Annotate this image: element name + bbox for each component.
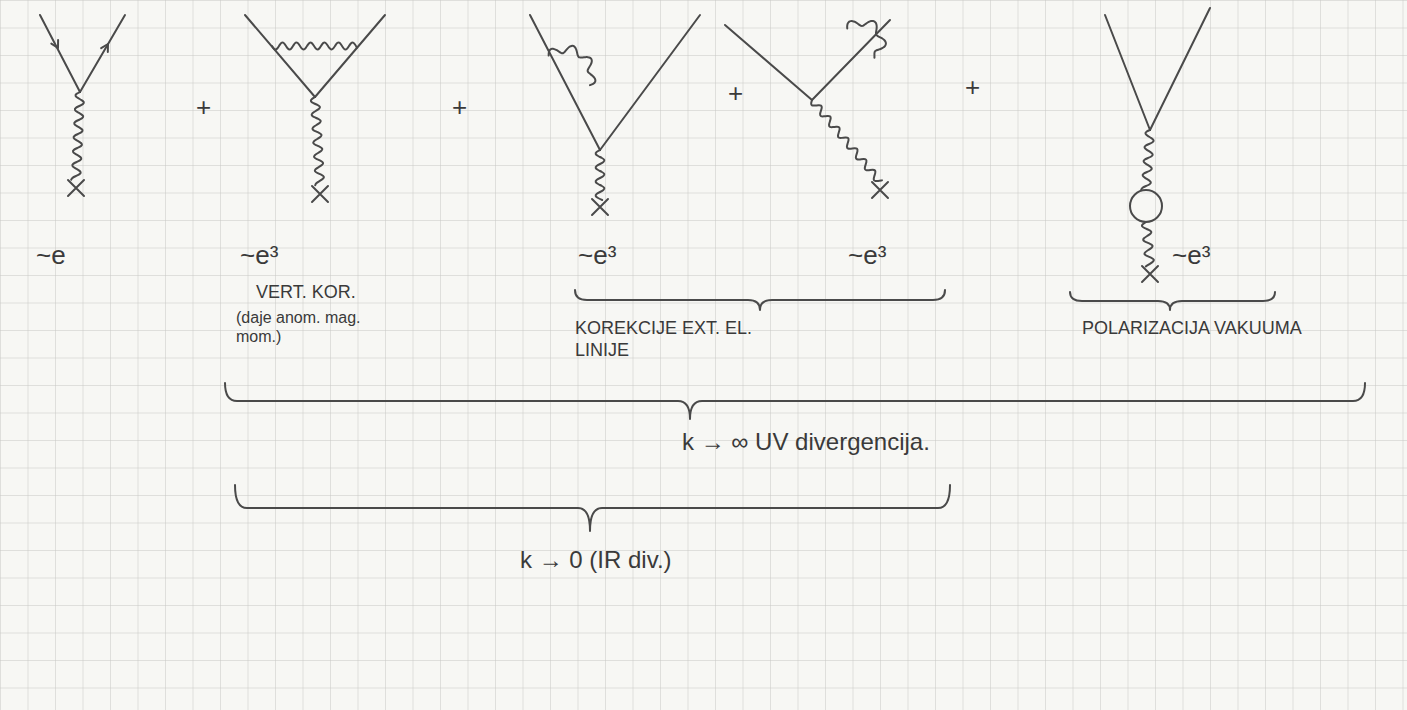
curly-brace — [235, 485, 950, 531]
pencil-drawing — [40, 8, 1365, 531]
plus-sign: + — [728, 78, 743, 109]
bracket-note: k → ∞ UV divergencija. — [682, 428, 930, 457]
plus-sign: + — [196, 92, 211, 123]
photon-line — [272, 42, 357, 49]
coupling-order: ~e³ — [1172, 240, 1210, 271]
photon-line — [596, 150, 605, 200]
curly-brace — [575, 290, 945, 310]
fermion-loop — [1130, 190, 1162, 222]
fermion-line — [1150, 8, 1210, 130]
plus-sign: + — [965, 72, 980, 103]
coupling-order: ~e — [36, 240, 66, 271]
fermion-arrow — [101, 44, 108, 52]
external-field-cross — [872, 182, 888, 198]
fermion-arrow — [51, 40, 58, 48]
coupling-order: ~e³ — [848, 240, 886, 271]
fermion-line — [1105, 15, 1150, 130]
plus-sign: + — [452, 92, 467, 123]
photon-line — [311, 97, 324, 185]
coupling-order: ~e³ — [240, 240, 278, 271]
fermion-line — [40, 15, 80, 92]
external-field-cross — [68, 180, 84, 196]
diagram-caption: VERT. KOR. — [256, 282, 356, 304]
fermion-line — [80, 15, 125, 92]
fermion-line — [315, 15, 385, 97]
photon-line — [1141, 130, 1153, 190]
diagram-caption: POLARIZACIJA VAKUUMA — [1082, 318, 1302, 340]
fermion-line — [245, 15, 315, 97]
curly-brace — [225, 383, 1365, 419]
fermion-line — [812, 20, 890, 100]
coupling-order: ~e³ — [578, 240, 616, 271]
external-field-cross — [312, 186, 328, 202]
external-field-cross — [1142, 266, 1158, 282]
photon-line — [1142, 222, 1154, 266]
fermion-line — [600, 15, 700, 150]
photon-loop — [847, 21, 886, 58]
curly-brace — [1070, 292, 1275, 310]
photon-loop — [549, 46, 596, 85]
fermion-line — [530, 15, 600, 150]
external-field-cross — [592, 199, 608, 215]
diagram-caption: KOREKCIJE EXT. EL. LINIJE — [575, 318, 800, 361]
bracket-note: k → 0 (IR div.) — [520, 546, 672, 575]
diagram-note: (daje anom. mag. mom.) — [236, 308, 366, 346]
photon-line — [71, 92, 84, 180]
photon-line — [811, 100, 882, 181]
